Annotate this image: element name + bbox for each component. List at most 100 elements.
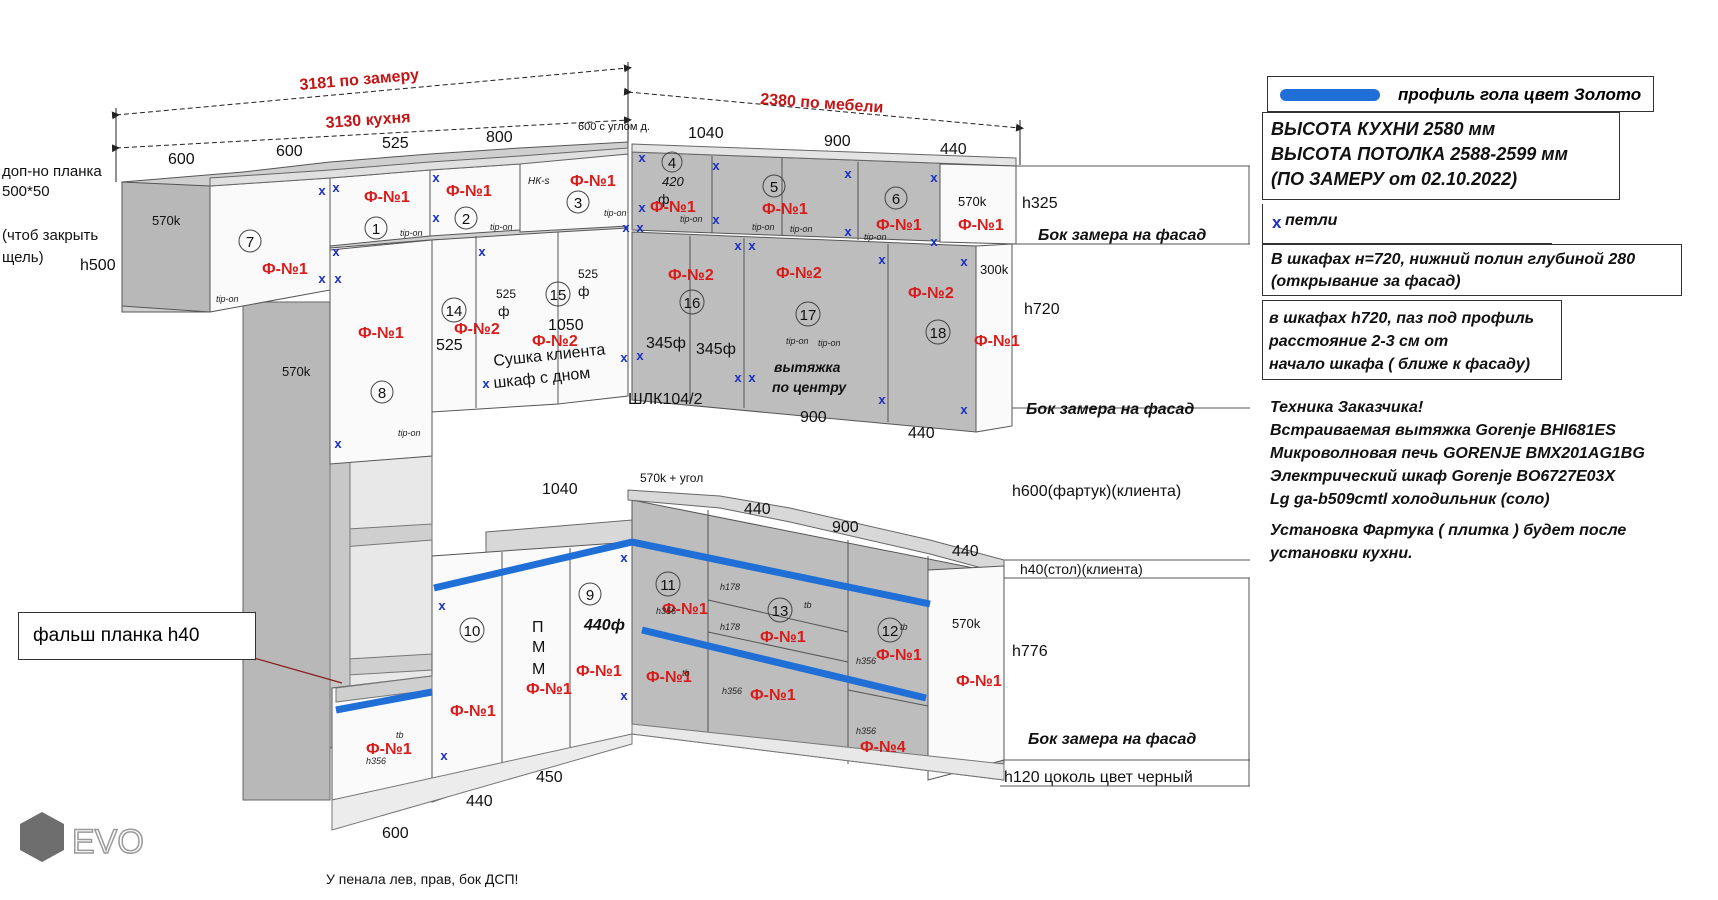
h356-5: h356: [656, 606, 676, 616]
shelf-note-2: (открывание за фасад): [1271, 273, 1461, 290]
facade-12b: Ф-№4: [860, 739, 906, 756]
svg-text:x: x: [844, 166, 852, 181]
svg-text:x: x: [482, 376, 490, 391]
dop-planka-2: 500*50: [2, 183, 50, 200]
upper-left-cabinets: [121, 141, 629, 313]
mid-left-cabinets: [329, 227, 629, 465]
module-13: 13: [767, 597, 793, 623]
hinge-legend-icon: x: [1272, 213, 1282, 232]
hood-2: по центру: [772, 379, 847, 395]
svg-text:8: 8: [378, 385, 386, 402]
facade-base-left: Ф-№1: [366, 741, 412, 758]
module-12: 12: [877, 617, 903, 643]
bok-label-1: Бок замера на фасад: [1038, 227, 1206, 244]
hinge-legend: петли: [1262, 204, 1552, 244]
h720: h720: [1024, 301, 1060, 318]
svg-text:11: 11: [660, 577, 676, 594]
depth-570k-2: 570k: [958, 194, 987, 209]
svg-text:4: 4: [668, 155, 676, 172]
corner-label: 570k + угол: [640, 471, 703, 485]
groove-note-2: расстояние 2-3 см от: [1269, 333, 1449, 350]
tipon-3: tip-on: [604, 208, 627, 218]
dim-440-mid: 440: [908, 425, 935, 442]
gola-profiles: [335, 538, 931, 714]
evo-logo: EVO: [18, 810, 168, 885]
svg-text:9: 9: [586, 587, 594, 604]
shelf-note: В шкафах н=720, нижний полин глубиной 28…: [1262, 244, 1682, 296]
svg-text:x: x: [332, 244, 340, 259]
svg-text:x: x: [318, 271, 326, 286]
facade-6: Ф-№1: [876, 217, 922, 234]
svg-text:x: x: [440, 748, 448, 763]
svg-text:x: x: [438, 598, 446, 613]
svg-text:x: x: [960, 402, 968, 417]
module-5: 5: [762, 174, 786, 198]
ph-label-3: ф: [658, 191, 670, 207]
tech-note: Техника Заказчика! Встраиваемая вытяжка …: [1262, 392, 1702, 582]
svg-text:x: x: [620, 550, 628, 565]
tipon-1: tip-on: [400, 228, 423, 238]
svg-text:x: x: [620, 350, 628, 365]
dim-525: 525: [382, 135, 409, 152]
height-kitchen: ВЫСОТА КУХНИ 2580 мм: [1271, 119, 1496, 139]
module-17: 17: [795, 301, 821, 327]
h178-1: h178: [720, 582, 740, 592]
hk-label: НК-s: [528, 176, 549, 187]
gola-text: профиль гола цвет Золото: [1398, 85, 1642, 104]
facade-13b: Ф-№1: [750, 687, 796, 704]
module-11: 11: [655, 571, 681, 597]
tipon-7: tip-on: [216, 294, 239, 304]
svg-text:13: 13: [772, 603, 789, 620]
tb-2: tb: [804, 600, 812, 610]
dim-345-b: 345ф: [696, 341, 736, 358]
ph-label-1: ф: [498, 303, 510, 319]
depth-570k-1: 570k: [152, 213, 181, 228]
mid-right-cabinets: [631, 231, 1013, 433]
svg-text:x: x: [712, 212, 720, 227]
facade-right: Ф-№1: [956, 673, 1002, 690]
svg-text:x: x: [432, 170, 440, 185]
h776: h776: [1012, 643, 1048, 660]
facade-11b: Ф-№1: [646, 669, 692, 686]
svg-text:15: 15: [550, 287, 567, 304]
h178-2: h178: [720, 622, 740, 632]
svg-text:5: 5: [770, 179, 778, 196]
dim-600-corner: 600 с углом д.: [578, 121, 650, 133]
dop-planka-4: щель): [2, 249, 44, 266]
module-18: 18: [925, 319, 951, 345]
h356-3: h356: [856, 656, 876, 666]
svg-text:x: x: [748, 370, 756, 385]
pencil-note: У пенала лев, прав, бок ДСП!: [326, 871, 518, 887]
dim-900-mid: 900: [800, 409, 827, 426]
svg-text:x: x: [638, 200, 646, 215]
facade-11: Ф-№1: [662, 601, 708, 618]
facade-18: Ф-№2: [908, 285, 954, 302]
h120: h120 цоколь цвет черный: [1004, 769, 1193, 786]
svg-text:18: 18: [930, 325, 947, 342]
dim-525-mid-b: 525: [496, 287, 516, 301]
tipon-8: tip-on: [398, 428, 421, 438]
dim-800: 800: [486, 129, 513, 146]
pmm-m1: М: [532, 639, 545, 656]
module-7: 7: [238, 229, 262, 253]
gola-legend: профиль гола цвет Золото: [1267, 76, 1654, 112]
svg-text:10: 10: [464, 623, 481, 640]
dim-900-low: 900: [832, 519, 859, 536]
depth-300k: 300k: [980, 262, 1009, 277]
facade-1: Ф-№1: [364, 189, 410, 206]
module-3: 3: [566, 190, 590, 214]
tb-1: tb: [396, 730, 404, 740]
svg-text:17: 17: [800, 307, 817, 324]
facade-3: Ф-№1: [570, 173, 616, 190]
svg-text:x: x: [432, 210, 440, 225]
dim-440: 440: [940, 141, 967, 158]
h356-2: h356: [722, 686, 742, 696]
tipon-5b: tip-on: [790, 224, 813, 234]
bok-label-3: Бок замера на фасад: [1028, 731, 1196, 748]
dim-450-bottom: 450: [536, 769, 563, 786]
svg-text:x: x: [622, 220, 630, 235]
dop-planka-3: (чтоб закрыть: [2, 227, 98, 244]
apron-1: Устанoвка Фартука ( плитка ) будет после: [1270, 522, 1627, 539]
measure-total-dim: 3181 по замеру: [299, 67, 420, 94]
